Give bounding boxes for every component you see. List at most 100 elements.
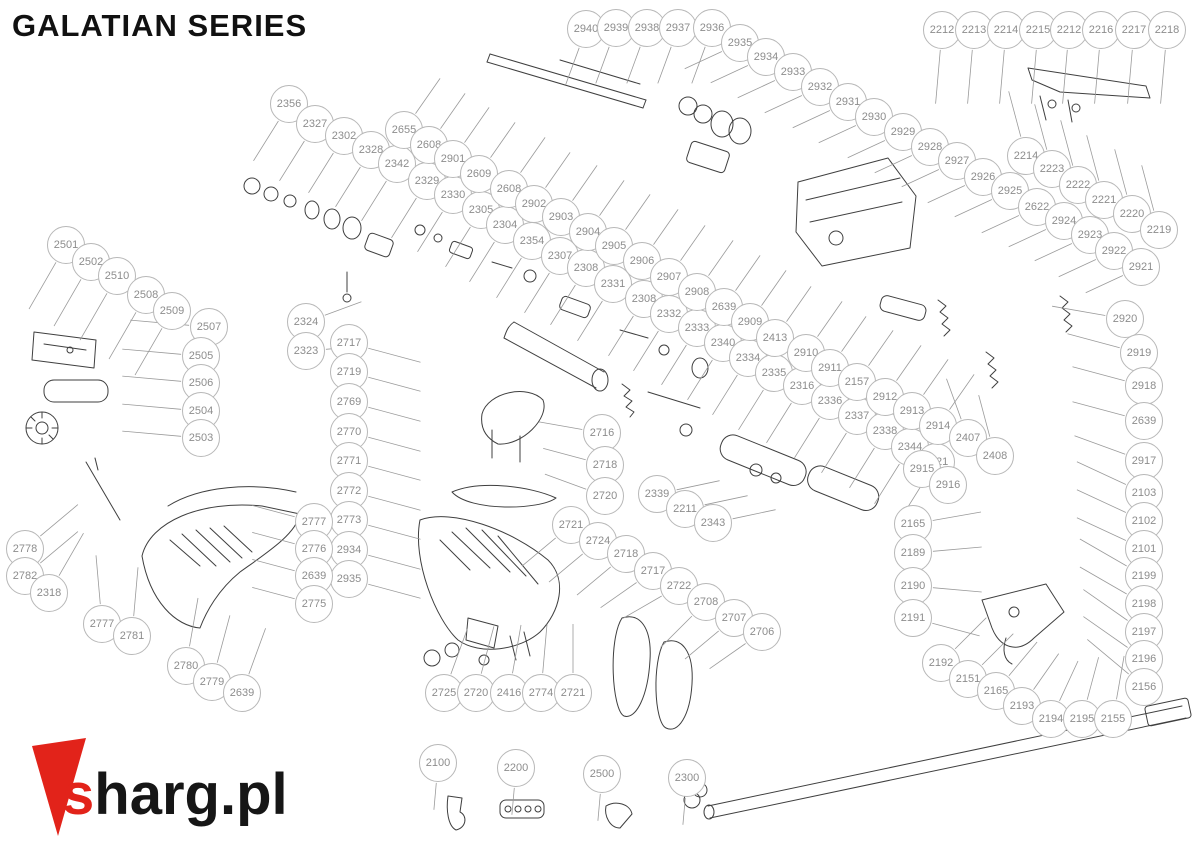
leader-line — [252, 505, 295, 518]
part-callout-2200: 2200 — [497, 749, 535, 787]
leader-line — [1052, 305, 1106, 316]
leader-line — [440, 93, 466, 129]
leader-line — [1072, 366, 1125, 382]
leader-line — [335, 166, 361, 208]
leader-line — [189, 597, 199, 647]
leader-line — [252, 559, 295, 572]
part-callout-2216: 2216 — [1082, 11, 1120, 49]
leader-line — [676, 480, 720, 491]
leader-line — [279, 140, 305, 182]
leader-line — [1160, 49, 1166, 104]
leader-line — [687, 359, 713, 401]
part-callout-2921: 2921 — [1122, 248, 1160, 286]
leader-line — [133, 567, 139, 617]
leader-line — [786, 286, 812, 322]
leader-line — [709, 643, 746, 670]
leader-line — [935, 49, 941, 104]
leader-line — [1076, 489, 1127, 513]
leader-line — [548, 553, 583, 583]
part-callout-2339: 2339 — [638, 475, 676, 513]
leader-line — [608, 315, 634, 357]
part-callout-2509: 2509 — [153, 292, 191, 330]
part-callout-2774: 2774 — [522, 674, 560, 712]
leader-line — [932, 622, 980, 637]
logo-text-rest: harg.pl — [94, 762, 287, 827]
leader-line — [710, 65, 749, 84]
part-callout-2508: 2508 — [127, 276, 165, 314]
part-callout-2503: 2503 — [182, 419, 220, 457]
part-callout-2706: 2706 — [743, 613, 781, 651]
leader-line — [821, 432, 847, 474]
leader-line — [450, 628, 468, 675]
leader-line — [368, 554, 421, 570]
leader-line — [1086, 657, 1099, 700]
leader-line — [981, 215, 1020, 234]
leader-line — [1062, 49, 1068, 104]
part-callout-2500: 2500 — [583, 755, 621, 793]
leader-line — [415, 78, 441, 114]
leader-line — [433, 782, 437, 810]
diagram-title: GALATIAN SERIES — [12, 8, 308, 43]
part-callout-2920: 2920 — [1106, 300, 1144, 338]
leader-line — [732, 509, 776, 520]
part-callout-2775: 2775 — [295, 585, 333, 623]
leader-line — [1058, 259, 1097, 278]
leader-line — [967, 49, 973, 104]
leader-line — [1031, 49, 1037, 104]
logo-text: sharg.pl — [62, 762, 288, 827]
leader-line — [308, 152, 334, 194]
leader-line — [868, 330, 894, 366]
leader-line — [981, 633, 1014, 666]
part-callout-2318: 2318 — [30, 574, 68, 612]
leader-line — [464, 107, 490, 143]
leader-line — [543, 448, 586, 461]
leader-line — [901, 169, 940, 188]
leader-line — [1076, 517, 1127, 541]
leader-line — [122, 403, 182, 410]
leader-line — [122, 430, 182, 437]
leader-line — [496, 257, 522, 299]
leader-line — [1083, 589, 1128, 621]
leader-line — [949, 374, 975, 410]
leader-line — [633, 330, 659, 372]
part-callout-2639: 2639 — [223, 674, 261, 712]
leader-line — [361, 180, 387, 222]
leader-line — [572, 165, 598, 201]
leader-line — [53, 279, 82, 327]
leader-line — [764, 95, 803, 114]
part-callout-2212: 2212 — [1050, 11, 1088, 49]
leader-line — [545, 152, 571, 188]
leader-line — [954, 199, 993, 218]
leader-line — [524, 272, 550, 314]
leader-line — [576, 566, 611, 596]
leader-line — [794, 417, 820, 459]
leader-line — [712, 374, 738, 416]
part-callout-2190: 2190 — [894, 567, 932, 605]
leader-line — [817, 301, 843, 337]
leader-line — [445, 226, 471, 268]
leader-line — [248, 628, 266, 675]
leader-line — [134, 328, 163, 376]
leader-line — [1034, 243, 1073, 262]
leader-line — [368, 376, 421, 392]
leader-line — [520, 137, 546, 173]
leader-line — [512, 624, 522, 674]
leader-line — [1094, 49, 1100, 104]
leader-line — [896, 345, 922, 381]
part-callout-2917: 2917 — [1125, 442, 1163, 480]
leader-line — [252, 587, 295, 600]
leader-line — [932, 587, 982, 593]
part-callout-2191: 2191 — [894, 599, 932, 637]
leader-line — [108, 312, 137, 360]
part-callout-2718: 2718 — [607, 535, 645, 573]
leader-line — [511, 787, 515, 815]
leader-line — [40, 504, 79, 537]
leader-line — [368, 406, 421, 422]
leader-line — [1079, 538, 1127, 567]
part-callout-2908: 2908 — [678, 273, 716, 311]
part-callout-2100: 2100 — [419, 744, 457, 782]
leader-line — [122, 348, 182, 355]
leader-line — [708, 240, 734, 276]
leader-line — [1076, 461, 1127, 485]
leader-line — [766, 402, 792, 444]
